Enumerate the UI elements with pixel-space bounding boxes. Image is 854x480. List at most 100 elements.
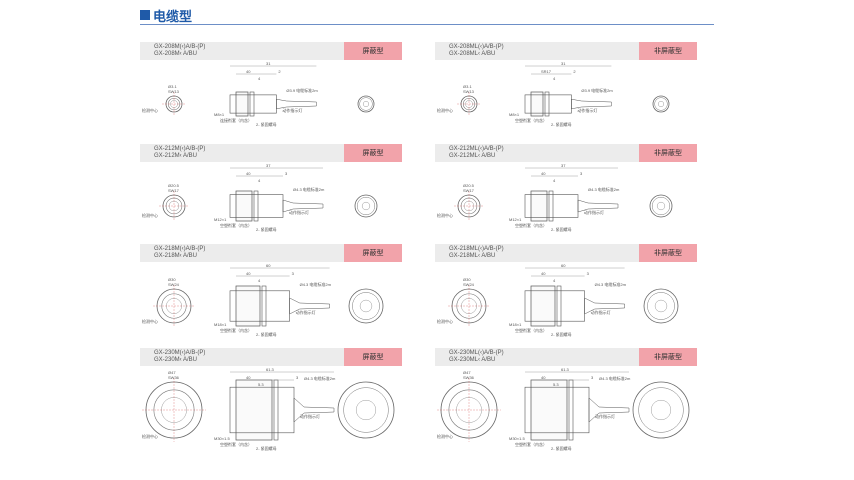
header-square-icon xyxy=(140,10,150,20)
sensor-panel: GX-230ML(‹)A/B-(P) GX-230ML‹ A/BU 非屏蔽型 检… xyxy=(435,348,697,452)
dimension-label: 3 xyxy=(586,271,589,276)
indicator-label: 动作指示灯 xyxy=(595,414,615,419)
nut-label: 空塑衔套（内含） xyxy=(220,223,252,228)
section-header: 电缆型 xyxy=(140,6,192,24)
header-divider xyxy=(140,24,714,25)
cable-label: Ø4.3 电缆标准2m xyxy=(594,282,626,287)
section-title: 电缆型 xyxy=(153,8,193,24)
back-view-mid-circle xyxy=(356,196,376,216)
cable-label: Ø4.3 电缆标准2m xyxy=(293,187,325,192)
dimension-label: 31 xyxy=(266,61,271,66)
thread-label: M18×1 xyxy=(214,322,227,327)
thread-label: M12×1 xyxy=(509,217,522,222)
cable-label: Ø3.9 电缆标准2m xyxy=(581,88,613,93)
sensing-center-label: 检测中心 xyxy=(437,319,453,324)
washer-shape xyxy=(249,91,255,117)
dimension-label: 40 xyxy=(541,271,546,276)
shield-type-badge: 非屏蔽型 xyxy=(639,244,697,262)
back-view-inner-circle xyxy=(650,399,672,421)
back-view-mid-circle xyxy=(343,387,389,433)
dimension-label: 5.3 xyxy=(258,382,264,387)
shield-type-badge: 非屏蔽型 xyxy=(639,42,697,60)
dimension-label: 3 xyxy=(591,375,594,380)
dimension-label: 37 xyxy=(266,163,271,168)
nut-shape xyxy=(235,379,273,441)
washer-label: 2- 紧固螺母 xyxy=(551,122,572,127)
back-view-mid-circle xyxy=(651,196,671,216)
panel-title-bar xyxy=(435,348,697,366)
washer-label: 2- 紧固螺母 xyxy=(256,122,277,127)
dimension-label: 37 xyxy=(561,163,566,168)
sensing-center-label: 检测中心 xyxy=(142,434,158,439)
sensing-center-label: 检测中心 xyxy=(437,434,453,439)
nut-label: 空塑衔套（内含） xyxy=(515,118,547,123)
model-name: GX-208M(‹)A/B-(P) GX-208M‹ A/BU xyxy=(154,44,205,58)
dimension-label: 60 xyxy=(561,263,566,268)
nut-label: 空塑衔套（内含） xyxy=(220,442,252,447)
cable-shape xyxy=(289,297,330,315)
back-view-inner-circle xyxy=(657,100,665,108)
back-view-inner-circle xyxy=(359,299,373,313)
cable-label: Ø4.3 电缆标准2m xyxy=(599,376,631,381)
diameter-label: Ø30 xyxy=(168,277,176,282)
sensor-panel: GX-212M(‹)A/B-(P) GX-212M‹ A/BU 屏蔽型 检测中心… xyxy=(140,144,402,248)
indicator-label: 动作指示灯 xyxy=(590,310,611,315)
cable-shape xyxy=(276,98,317,110)
model-line-1: GX-208ML(‹)A/B-(P) xyxy=(449,44,504,50)
back-view-outer-circle xyxy=(354,194,378,218)
nut-label: 空塑衔套（内含） xyxy=(515,223,547,228)
washer-label: 2- 紧固螺母 xyxy=(551,332,572,337)
model-line-1: GX-230M(‹)A/B-(P) xyxy=(154,350,206,356)
washer-label: 2- 紧固螺母 xyxy=(551,446,572,451)
sensor-panel: GX-212ML(‹)A/B-(P) GX-212ML‹ A/BU 非屏蔽型 检… xyxy=(435,144,697,248)
model-name: GX-212ML(‹)A/B-(P) GX-212ML‹ A/BU xyxy=(449,146,504,160)
washer-shape xyxy=(253,190,259,222)
cable-shape xyxy=(588,397,630,423)
thread-label: M12×1 xyxy=(214,217,227,222)
dimension-label: 4 xyxy=(258,76,261,81)
nut-label: 空塑衔套（内含） xyxy=(220,328,252,333)
washer-shape xyxy=(261,285,267,327)
dimension-drawing xyxy=(437,371,690,442)
model-line-1: GX-218M(‹)A/B-(P) xyxy=(154,246,206,252)
back-view-inner-circle xyxy=(654,299,668,313)
sensor-panel: GX-218M(‹)A/B-(P) GX-218M‹ A/BU 屏蔽型 检测中心… xyxy=(140,244,402,348)
sensing-center-label: 检测中心 xyxy=(142,213,158,218)
model-line-1: GX-218ML(‹)A/B-(P) xyxy=(449,246,504,252)
dimension-label: 4 xyxy=(258,178,261,183)
cable-shape xyxy=(584,297,625,315)
nut-shape xyxy=(530,190,548,222)
back-view-outer-circle xyxy=(649,194,673,218)
cable-shape xyxy=(577,199,619,213)
dimension-label: 40 xyxy=(246,171,251,176)
dimension-label: 3 xyxy=(285,171,288,176)
nut-label: 空塑衔套（内含） xyxy=(515,328,547,333)
width-label: SW24 xyxy=(168,282,179,287)
thread-label: M30×1.5 xyxy=(509,436,525,441)
panel-title-bar xyxy=(435,42,697,60)
dimension-label: 4 xyxy=(553,178,556,183)
dimension-label: 2 xyxy=(573,69,576,74)
model-line-1: GX-212M(‹)A/B-(P) xyxy=(154,146,206,152)
width-label: SW13 xyxy=(463,89,474,94)
back-view-outer-circle xyxy=(643,288,679,324)
nut-label: 空塑衔套（内含） xyxy=(515,442,547,447)
sensor-panel: GX-208M(‹)A/B-(P) GX-208M‹ A/BU 屏蔽型 检测中心… xyxy=(140,42,402,146)
back-view-inner-circle xyxy=(361,201,371,211)
dimension-label: 40 xyxy=(246,271,251,276)
shield-type-badge: 屏蔽型 xyxy=(344,348,402,366)
sensor-panel: GX-218ML(‹)A/B-(P) GX-218ML‹ A/BU 非屏蔽型 检… xyxy=(435,244,697,348)
model-name: GX-230M(‹)A/B-(P) GX-230M‹ A/BU xyxy=(154,350,205,364)
dimension-drawing xyxy=(153,267,384,327)
panel-title-bar xyxy=(140,144,402,162)
model-line-1: GX-212ML(‹)A/B-(P) xyxy=(449,146,504,152)
width-label: SW13 xyxy=(168,89,179,94)
shield-type-badge: 屏蔽型 xyxy=(344,42,402,60)
dimension-drawing xyxy=(457,65,670,117)
diameter-label: Ø20.5 xyxy=(463,183,474,188)
nut-shape xyxy=(530,379,568,441)
dimension-label: 40 xyxy=(246,69,251,74)
sensing-center-label: 检测中心 xyxy=(437,213,453,218)
washer-shape xyxy=(568,379,574,441)
panel-title-bar xyxy=(435,244,697,262)
